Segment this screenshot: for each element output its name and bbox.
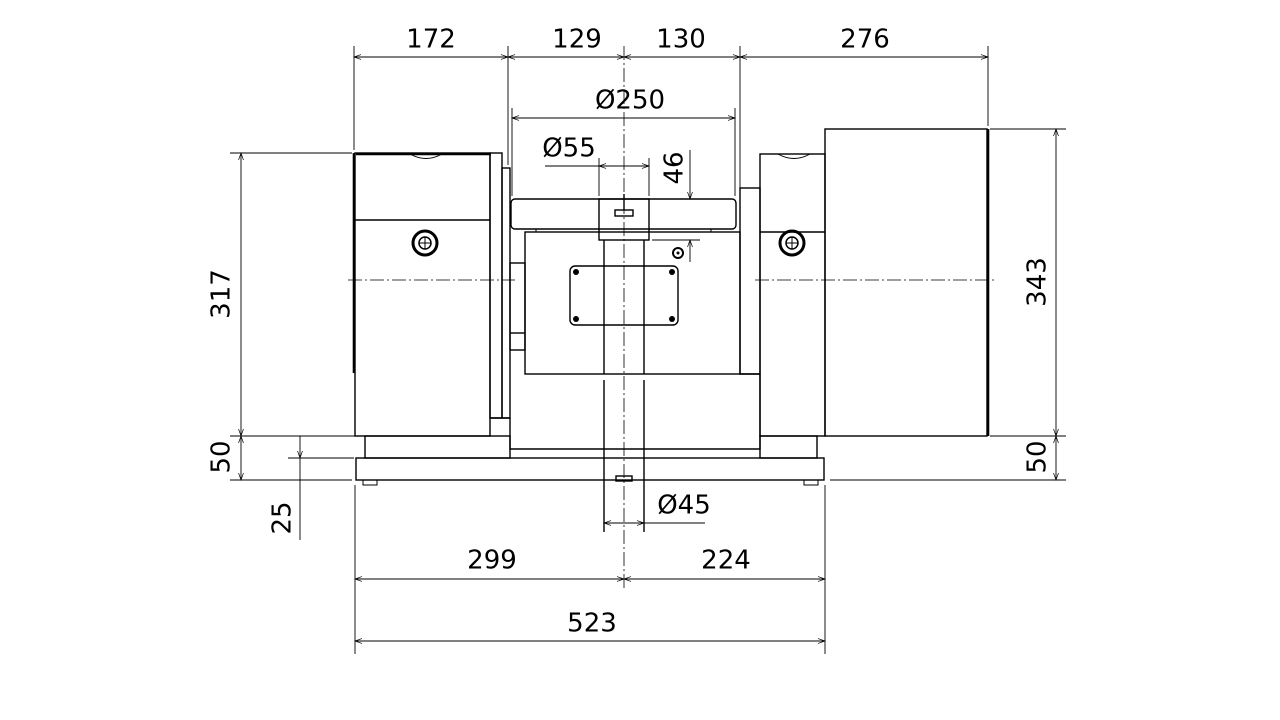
- dim-299: 299: [467, 546, 517, 576]
- left-knob-icon: [411, 229, 439, 257]
- dim-disc-diameter: Ø250: [595, 86, 665, 116]
- small-knob-icon: [672, 247, 684, 259]
- dim-right-base: 50: [1023, 440, 1053, 473]
- right-housing: [759, 128, 990, 437]
- dim-172: 172: [406, 25, 456, 55]
- left-housing: [352, 152, 526, 437]
- dim-hub-diameter: Ø55: [542, 134, 596, 164]
- dim-shaft-diameter: Ø45: [657, 491, 711, 521]
- dim-right-height: 343: [1023, 257, 1053, 307]
- dim-left-base: 50: [207, 440, 237, 473]
- disc: [510, 194, 737, 241]
- spindle: [603, 240, 645, 532]
- dim-276: 276: [840, 25, 890, 55]
- dim-523: 523: [567, 609, 617, 639]
- dimension-lines: [230, 46, 1066, 654]
- dim-left-height: 317: [207, 269, 237, 319]
- dim-plate-thickness: 25: [268, 501, 298, 534]
- right-knob-icon: [778, 229, 806, 257]
- central-body: [509, 187, 761, 450]
- dim-129: 129: [552, 25, 602, 55]
- dim-hub-height: 46: [660, 151, 690, 184]
- dim-224: 224: [701, 546, 751, 576]
- machine-outline: [348, 46, 995, 590]
- center-lines: [348, 46, 995, 590]
- dimension-labels: 172 129 130 276 Ø250 Ø55 46 317 343 50 5…: [207, 25, 1053, 639]
- base-plate: [355, 435, 825, 486]
- dim-130: 130: [656, 25, 706, 55]
